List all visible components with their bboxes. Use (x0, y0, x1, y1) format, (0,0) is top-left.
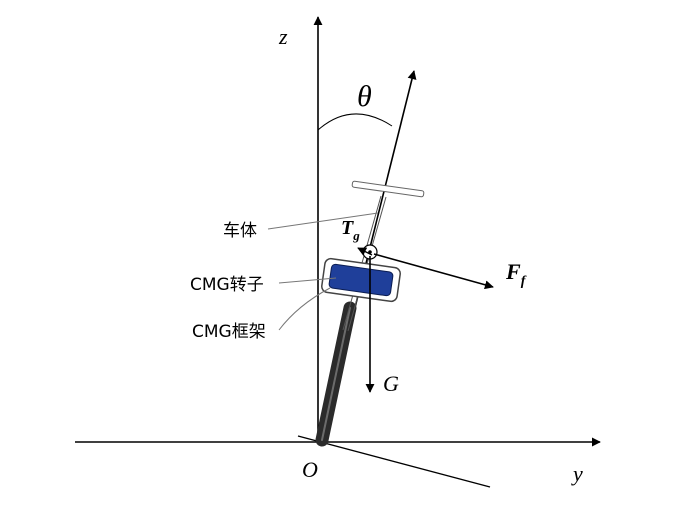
torque-subscript: g (352, 228, 360, 243)
z-axis-label: z (278, 24, 288, 49)
torque-label: Tg (341, 217, 360, 243)
y-axis-label: y (571, 461, 583, 486)
origin-label: O (302, 457, 318, 482)
torque-symbol: T (341, 217, 354, 239)
wheel-highlight (321, 307, 351, 441)
frame-label: CMG框架 (192, 322, 266, 342)
theta-arc (317, 113, 393, 131)
x-axis-line (297, 435, 491, 488)
force-label: Ff (505, 259, 527, 289)
body-leader-line (267, 212, 379, 230)
torque-arrow (357, 247, 373, 256)
rotor-leader-line (278, 277, 337, 284)
cmg-rotor (328, 263, 394, 297)
handlebar (351, 180, 425, 198)
force-subscript: f (521, 274, 527, 289)
body-label: 车体 (223, 221, 257, 241)
friction-force-arrow (373, 253, 494, 290)
frame-leader-line (278, 287, 331, 331)
gravity-label: G (383, 371, 399, 396)
force-symbol: F (505, 259, 521, 284)
rotor-label: CMG转子 (190, 275, 264, 295)
theta-label: θ (357, 80, 372, 113)
